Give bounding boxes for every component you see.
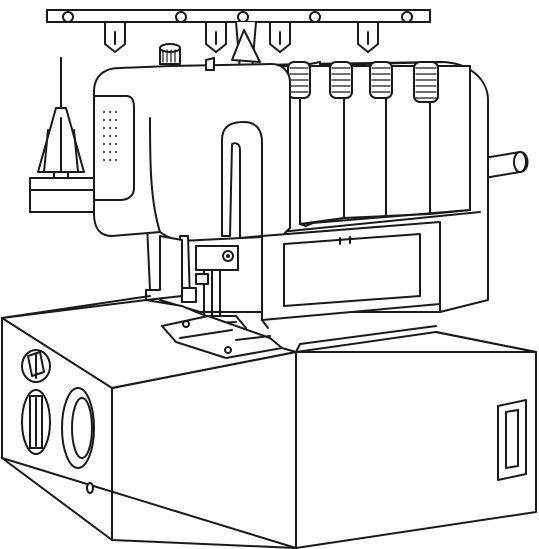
looper-cover [261, 221, 441, 321]
needle-plate [161, 315, 283, 359]
handwheel [483, 151, 529, 179]
tension-dial-1 [287, 61, 311, 99]
tension-dials [279, 61, 481, 233]
machine-base [1, 295, 537, 549]
thread-stand-pole [231, 21, 261, 71]
looper-door-handle [497, 399, 527, 481]
base-indicator-led [86, 482, 94, 494]
front-head [93, 63, 291, 242]
front-cover-curve [261, 303, 441, 353]
tension-dial-4 [413, 61, 439, 103]
pressure-knob [159, 43, 181, 65]
thread-guide-bar [46, 9, 431, 53]
vent-dots [103, 111, 117, 161]
cutting-width-dial [61, 387, 95, 469]
tension-dial-2 [329, 61, 353, 99]
differential-feed-dial [21, 389, 51, 455]
thread-tree-post [205, 57, 215, 71]
spool-holder [29, 57, 97, 213]
tension-dial-3 [369, 61, 393, 99]
stitch-length-dial [21, 349, 51, 383]
